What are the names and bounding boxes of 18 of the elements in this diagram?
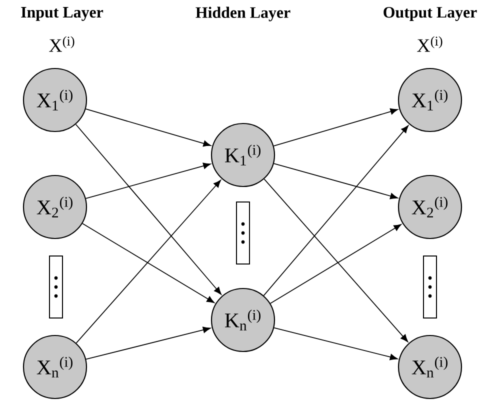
arrow (273, 108, 398, 146)
arrow (75, 124, 222, 295)
arrow (273, 163, 398, 200)
ellipsis-box (236, 202, 250, 264)
layer-heading: Output Layer (384, 7, 477, 21)
arrow (86, 326, 211, 360)
ellipsis-box (49, 256, 63, 318)
arrow (82, 223, 214, 304)
layer-heading: Input Layer (21, 7, 104, 21)
arrow (76, 180, 221, 344)
ellipsis-box (423, 256, 437, 318)
layer-heading: Hidden Layer (196, 6, 290, 22)
arrow (270, 224, 402, 304)
arrow (263, 125, 409, 296)
arrow (264, 178, 408, 342)
arrow (85, 162, 211, 199)
arrow (274, 327, 398, 360)
arrow (85, 108, 211, 147)
